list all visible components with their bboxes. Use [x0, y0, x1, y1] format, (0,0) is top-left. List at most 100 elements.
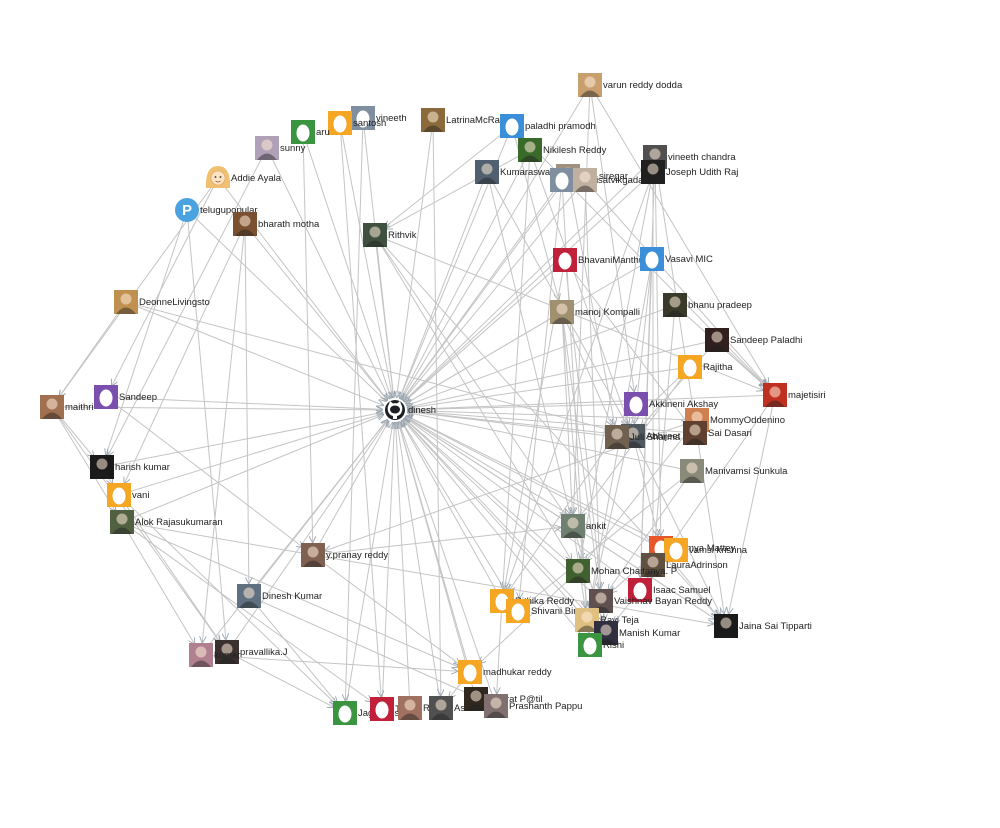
graph-edge — [608, 470, 693, 591]
node-label: Addie Ayala — [231, 173, 282, 184]
graph-edge — [529, 149, 629, 425]
graph-node-paladhi-pramodh[interactable]: paladhi pramodh — [500, 114, 596, 138]
node-label: LauraAdrinson — [666, 560, 728, 571]
default-egg-avatar-icon — [578, 633, 602, 657]
graph-node-addie[interactable]: Addie Ayala — [205, 166, 282, 188]
graph-node-satvik[interactable]: satvikgada — [573, 168, 644, 192]
node-label: harish kumar — [115, 462, 170, 473]
profile-photo-avatar — [714, 614, 738, 638]
graph-node-shivani[interactable]: Shivani Bima — [506, 599, 587, 623]
node-label: Jaina Sai Tipparti — [739, 621, 812, 632]
graph-node-rishi[interactable]: Rishi — [578, 633, 624, 657]
graph-edge — [125, 301, 621, 433]
graph-node-sai-dasari[interactable]: Sai Dasari — [683, 421, 752, 445]
graph-node-mohan[interactable]: Mohan Chaitanya. P — [566, 559, 677, 583]
graph-node-sandeep-paladhi[interactable]: Sandeep Paladhi — [705, 328, 802, 352]
graph-node-deonne[interactable]: DeonneLivingsto — [114, 290, 210, 314]
graph-edge — [506, 171, 654, 590]
graph-edge — [121, 415, 384, 523]
node-label: vamsi krishna — [689, 545, 748, 556]
graph-edge — [248, 595, 337, 704]
graph-node-juli-sharma[interactable]: Juli Sharma — [605, 425, 681, 449]
graph-node-vamsi[interactable]: vamsi krishna — [664, 538, 748, 562]
graph-node-majetisiri[interactable]: majetisiri — [763, 383, 825, 407]
graph-edge — [125, 301, 384, 406]
graph-node-manoj[interactable]: manoj Kompalli — [550, 300, 640, 324]
graph-edge — [404, 259, 566, 402]
profile-photo-avatar — [484, 694, 508, 718]
graph-edge — [561, 311, 589, 633]
github-octocat-icon — [384, 399, 406, 421]
graph-node-pravallika[interactable]: pravallika.J — [215, 640, 288, 664]
graph-node-ankit[interactable]: ankit — [561, 514, 606, 538]
default-egg-avatar-icon — [640, 247, 664, 271]
default-egg-avatar-icon — [94, 385, 118, 409]
graph-node-madhukar[interactable]: madhukar reddy — [458, 660, 552, 684]
graph-node-akkineni[interactable]: Akkineni Akshay — [624, 392, 718, 416]
node-label: satvikgada — [598, 175, 644, 186]
graph-node-joseph[interactable]: Joseph Udith Raj — [641, 160, 738, 184]
graph-node-bharath[interactable]: bharath motha — [233, 212, 320, 236]
graph-node-alok[interactable]: Alok Rajasukumaran — [110, 510, 223, 534]
node-label: bhanu pradeep — [688, 300, 752, 311]
graph-node-nikilesh[interactable]: Nikilesh Reddy — [518, 138, 607, 162]
profile-photo-avatar — [763, 383, 787, 407]
graph-node-vasavi[interactable]: Vasavi MIC — [640, 247, 713, 271]
graph-edge — [567, 175, 615, 425]
node-label: Rithika Reddy — [515, 596, 574, 607]
graph-node-dinesh[interactable]: dinesh — [384, 399, 436, 421]
graph-edge — [105, 396, 303, 548]
node-label: vineeth chandra — [668, 152, 736, 163]
graph-edge — [59, 301, 127, 397]
graph-node-rajitha[interactable]: Rajitha — [678, 355, 733, 379]
graph-node-ravi-teja[interactable]: Ravi Teja — [575, 608, 640, 632]
graph-node-jaina[interactable]: Jaina Sai Tipparti — [714, 614, 812, 638]
node-label: Dinesh Kumar — [262, 591, 322, 602]
graph-node-arun[interactable]: aru — [291, 120, 330, 144]
graph-node-sunny[interactable]: sunny — [255, 136, 306, 160]
graph-node-santosh[interactable]: santosh — [328, 111, 386, 135]
graph-node-dinesh-kumar[interactable]: Dinesh Kumar — [237, 584, 322, 608]
graph-node-pranay[interactable]: y.pranay reddy — [301, 543, 388, 567]
node-label: Abhijeet — [646, 431, 681, 442]
default-egg-avatar-icon — [550, 168, 574, 192]
profile-photo-avatar — [475, 160, 499, 184]
graph-node-vineeth[interactable]: vineeth — [351, 106, 407, 130]
graph-node-bhavani[interactable]: BhavaniManthu — [553, 248, 644, 272]
graph-node-bhanu[interactable]: bhanu pradeep — [663, 293, 752, 317]
graph-edge — [186, 209, 386, 402]
graph-edge — [118, 494, 336, 705]
graph-node-manivamsi[interactable]: Manivamsi Sunkula — [680, 459, 788, 483]
graph-node-sandeep[interactable]: Sandeep — [94, 385, 157, 409]
graph-node-rithvik[interactable]: Rithvik — [363, 223, 417, 247]
graph-node-vani[interactable]: vani — [107, 483, 149, 507]
graph-edge — [186, 209, 226, 640]
node-label: Rishi — [603, 640, 624, 651]
graph-edge — [654, 304, 676, 553]
graph-node-harish[interactable]: harish kumar — [90, 455, 170, 479]
graph-node-varun-reddy-dodda[interactable]: varun reddy dodda — [578, 73, 683, 97]
node-label: Ravi Teja — [600, 615, 640, 626]
node-label: paladhi pramodh — [525, 121, 596, 132]
node-label: manoj Kompalli — [575, 307, 640, 318]
profile-photo-avatar — [705, 328, 729, 352]
graph-node-maithri[interactable]: maithri — [40, 395, 94, 419]
profile-photo-avatar — [114, 290, 138, 314]
profile-photo-avatar — [573, 168, 597, 192]
graph-node-laura[interactable]: LauraAdrinson — [641, 553, 728, 577]
graph-node-rithika[interactable]: Rithika Reddy — [490, 589, 574, 613]
graph-node-kumaraswamy[interactable]: Kumaraswamy — [475, 160, 563, 184]
graph-node-latrina[interactable]: LatrinaMcRatt — [421, 108, 505, 132]
graph-edge — [561, 311, 599, 589]
node-label: Sandeep — [119, 392, 157, 403]
default-egg-avatar-icon — [500, 114, 524, 138]
profile-photo-avatar — [429, 696, 453, 720]
graph-node-prashanth[interactable]: Prashanth Pappu — [484, 694, 582, 718]
graph-node-kumar[interactable]: kumar — [189, 643, 240, 667]
graph-edge — [407, 394, 776, 410]
graph-edge — [589, 84, 769, 385]
node-label: dinesh — [408, 405, 436, 416]
graph-edge — [406, 416, 662, 549]
graph-node-isaac[interactable]: Isaac Samuel — [628, 578, 711, 602]
